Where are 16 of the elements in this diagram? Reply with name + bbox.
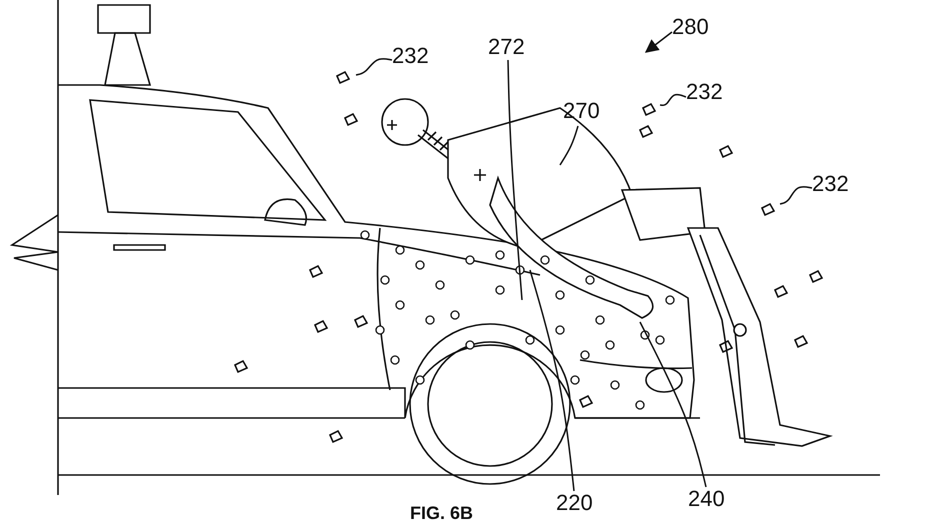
callout-number: 240: [688, 488, 725, 510]
callout-number: 232: [812, 173, 849, 195]
leader-line: [529, 270, 575, 492]
callout-number: 272: [488, 36, 525, 58]
callout-number: 270: [563, 100, 600, 122]
callout-number: 280: [672, 16, 709, 38]
callout-number: 220: [556, 492, 593, 514]
leader-line: [780, 186, 812, 205]
leader-line: [507, 60, 523, 300]
callout-number: 232: [392, 45, 429, 67]
reference-arrow: [644, 31, 672, 53]
callout-number: 232: [686, 81, 723, 103]
leader-line: [639, 322, 707, 488]
leader-line: [559, 126, 579, 166]
leader-line: [356, 58, 392, 76]
figure-label: FIG. 6B: [410, 503, 474, 523]
